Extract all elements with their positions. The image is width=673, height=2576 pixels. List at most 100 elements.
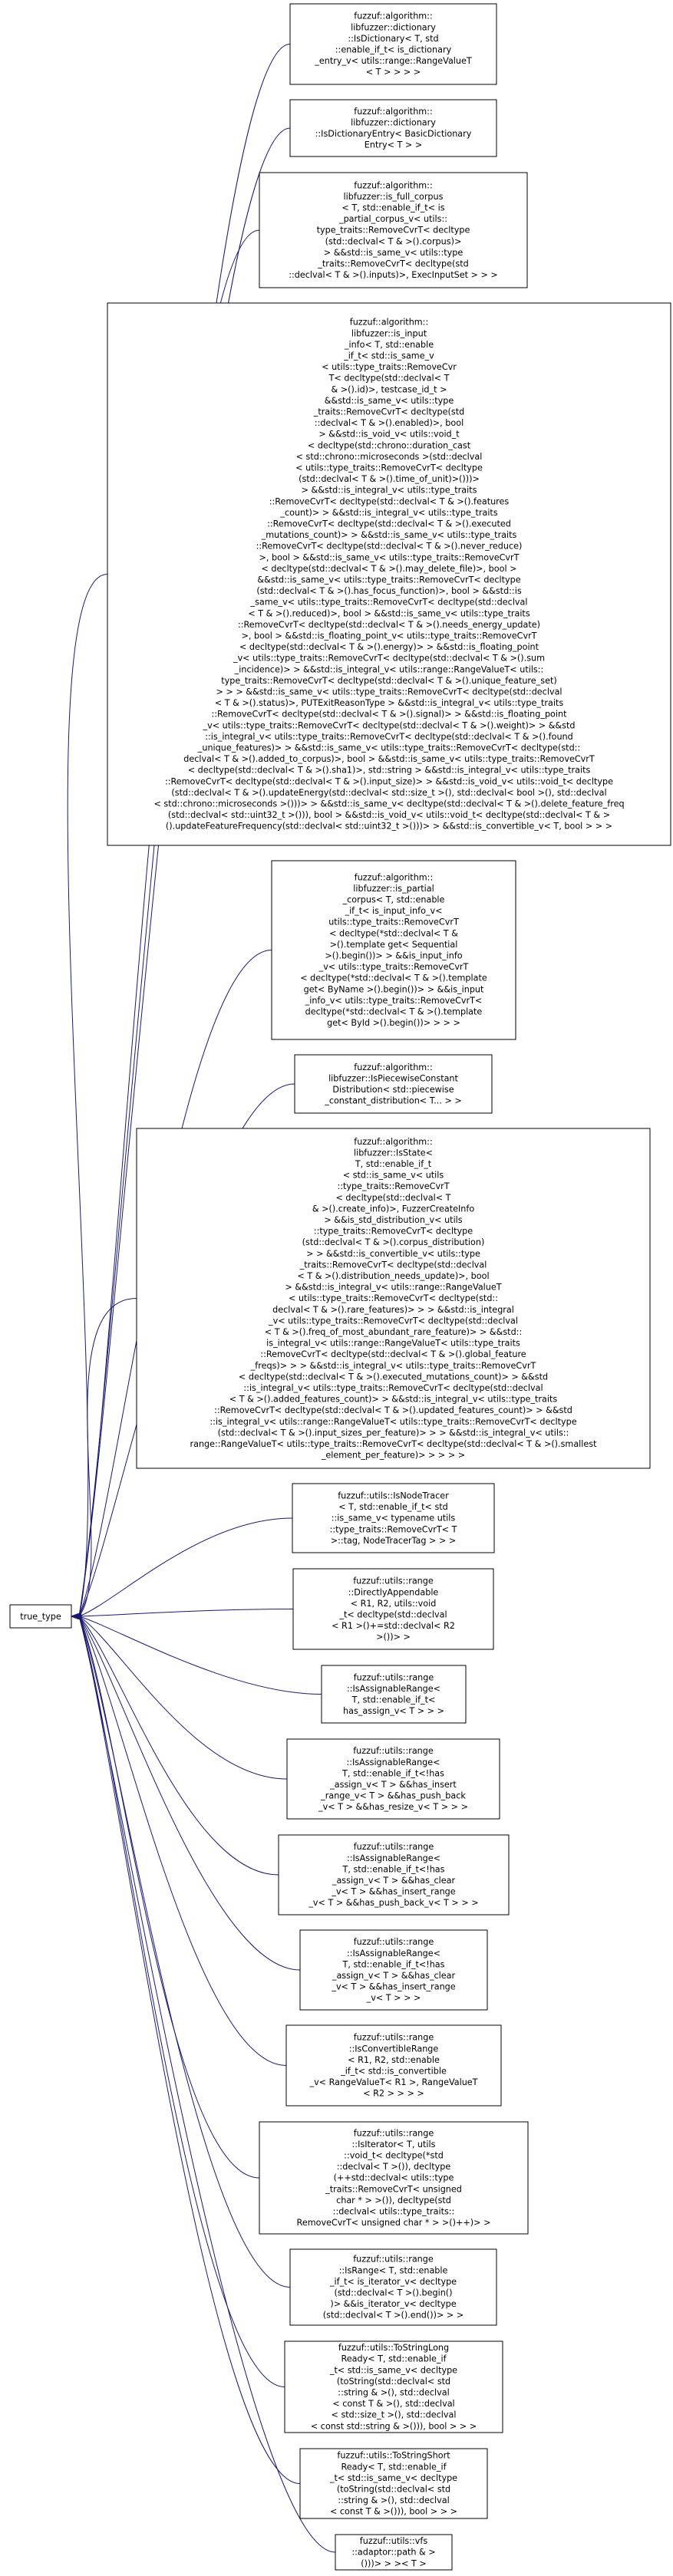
- node-is-state[interactable]: fuzzuf::algorithm::libfuzzer::IsState<T,…: [136, 1128, 651, 1469]
- node-is-input-info-line: _same_v< utils::type_traits::RemoveCvrT<…: [249, 598, 527, 608]
- node-is-state-line: (std::declval< T & >().corpus_distributi…: [302, 1237, 485, 1247]
- node-is-state-line: _freqs)> > > &&std::is_integral_v< utils…: [250, 1361, 536, 1371]
- node-is-input-info-line: _incidence)> > &&std::is_integral_v< uti…: [234, 664, 544, 674]
- node-true-type[interactable]: true_type: [9, 1604, 72, 1629]
- node-is-iterator-line: ::IsIterator< T, utils: [352, 2140, 436, 2149]
- node-is-input-info-line: ::RemoveCvrT< decltype(std::declval< T &…: [212, 710, 568, 720]
- node-is-node-tracer-line: >::tag, NodeTracerTag > > >: [331, 1536, 457, 1546]
- node-convertible-range[interactable]: fuzzuf::utils::range::IsConvertibleRange…: [285, 2024, 502, 2107]
- node-true-type-label: true_type: [20, 1612, 61, 1622]
- node-full-corpus-line: (std::declval< T & >().corpus)>: [325, 236, 462, 246]
- node-convertible-range-line: < R2 > > > >: [363, 2089, 424, 2099]
- node-dictionary-entry-line: ::IsDictionaryEntry< BasicDictionary: [315, 129, 472, 139]
- node-dictionary-entry[interactable]: fuzzuf::algorithm::libfuzzer::dictionary…: [289, 99, 497, 157]
- node-is-input-info-line: _if_t< std::is_same_v: [343, 351, 434, 361]
- node-is-range[interactable]: fuzzuf::utils::range::IsRange< T, std::e…: [289, 2248, 497, 2326]
- node-is-input-info-line: < T & >().reduced)>, bool > &&std::is_sa…: [248, 608, 529, 618]
- node-is-input-info[interactable]: fuzzuf::algorithm::libfuzzer::is_input_i…: [107, 302, 671, 846]
- node-convertible-range-line: fuzzuf::utils::range: [354, 2033, 434, 2043]
- node-is-input-info-line: < decltype(std::chrono::duration_cast: [308, 440, 471, 450]
- node-assignable-1-line: ::IsAssignableRange<: [347, 1684, 440, 1694]
- node-vfs-adaptor[interactable]: fuzzuf::utils::vfs::adaptor::path & >())…: [335, 2534, 453, 2571]
- edge-directly-appendable: [78, 1609, 294, 1617]
- node-is-range-box: [289, 2248, 497, 2326]
- node-is-input-info-line: (std::declval< T & >().has_focus_functio…: [256, 586, 521, 596]
- node-is-state-line: < utils::type_traits::RemoveCvrT< declty…: [289, 1293, 498, 1303]
- edge-assignable-2: [78, 1616, 288, 1780]
- edge-vfs-adaptor: [78, 1616, 336, 2553]
- node-is-state-line: < decltype(std::declval< T & >().execute…: [239, 1372, 548, 1382]
- node-dictionary-entry-line: fuzzuf::algorithm::: [354, 107, 432, 117]
- node-is-input-info-line: _v< utils::type_traits::RemoveCvrT< decl…: [233, 654, 545, 664]
- node-is-input-info-line: ().updateFeatureFrequency(std::declval< …: [166, 822, 612, 832]
- node-is-state-line: ::type_traits::RemoveCvrT: [337, 1181, 449, 1191]
- node-is-range-line: (std::declval< T >().end())> > >: [323, 2311, 464, 2321]
- node-is-state-line: > &&is_std_distribution_v< utils: [324, 1215, 462, 1225]
- node-vfs-adaptor-box: [335, 2534, 453, 2571]
- node-directly-appendable-line: fuzzuf::utils::range: [353, 1576, 434, 1586]
- node-is-iterator[interactable]: fuzzuf::utils::range::IsIterator< T, uti…: [259, 2121, 529, 2235]
- node-assignable-4[interactable]: fuzzuf::utils::range::IsAssignableRange<…: [299, 1929, 488, 2011]
- node-directly-appendable-line: _t< decltype(std::declval: [338, 1610, 447, 1620]
- node-assignable-2-line: fuzzuf::utils::range: [353, 1746, 434, 1756]
- node-is-node-tracer-box: [292, 1483, 495, 1553]
- node-piecewise-constant[interactable]: fuzzuf::algorithm::libfuzzer::IsPiecewis…: [294, 1054, 493, 1114]
- node-assignable-1-box: [321, 1665, 467, 1724]
- node-is-state-line: declval< T & >().rare_features)> > > &&s…: [272, 1305, 514, 1315]
- node-assignable-3[interactable]: fuzzuf::utils::range::IsAssignableRange<…: [278, 1834, 510, 1916]
- node-is-state-line: > &&std::is_integral_v< utils::range::Ra…: [285, 1283, 501, 1293]
- node-is-input-info-line: ::is_integral_v< utils::type_traits::Rem…: [205, 732, 573, 742]
- node-is-input-info-line: ::RemoveCvrT< decltype(std::declval< T &…: [165, 776, 613, 786]
- node-dictionary[interactable]: fuzzuf::algorithm::libfuzzer::dictionary…: [289, 3, 497, 85]
- node-is-input-info-line: _unique_features)> > &&std::is_same_v< u…: [197, 743, 580, 753]
- node-assignable-2-line: T, std::enable_if_t<!has: [341, 1768, 444, 1778]
- node-is-state-line: is_integral_v< utils::range::RangeValueT…: [266, 1339, 520, 1349]
- edge-is-range: [78, 1616, 291, 2288]
- node-assignable-2[interactable]: fuzzuf::utils::range::IsAssignableRange<…: [286, 1738, 500, 1820]
- node-assignable-3-line: _assign_v< T > &&has_clear: [332, 1876, 456, 1886]
- node-is-input-info-line: _mutations_count)> > &&std::is_same_v< u…: [261, 530, 517, 540]
- node-dictionary-entry-line: Entry< T > >: [365, 140, 422, 150]
- node-is-range-line: fuzzuf::utils::range: [353, 2255, 434, 2265]
- node-is-partial-corpus-line: >().template get< Sequential: [330, 940, 458, 950]
- node-is-input-info-box: [107, 302, 671, 846]
- node-is-partial-corpus-line: _if_t< is_input_info_v<: [344, 906, 442, 916]
- node-to-string-short-line: fuzzuf::utils::ToStringShort: [337, 2451, 450, 2461]
- node-is-node-tracer[interactable]: fuzzuf::utils::IsNodeTracer< T, std::ena…: [292, 1483, 495, 1553]
- node-to-string-long-line: (toString(std::declval< std: [337, 2377, 450, 2387]
- node-assignable-1[interactable]: fuzzuf::utils::range::IsAssignableRange<…: [321, 1665, 467, 1724]
- node-is-state-line: < T & >().distribution_needs_update)>, b…: [297, 1271, 489, 1281]
- node-convertible-range-box: [285, 2024, 502, 2107]
- node-full-corpus[interactable]: fuzzuf::algorithm::libfuzzer::is_full_co…: [259, 172, 528, 288]
- node-is-iterator-line: _traits::RemoveCvrT< unsigned: [325, 2184, 462, 2194]
- node-convertible-range-line: ::IsConvertibleRange: [349, 2044, 439, 2054]
- node-directly-appendable-line: ::DirectlyAppendable: [348, 1587, 439, 1597]
- node-directly-appendable-line: >())> >: [376, 1632, 411, 1642]
- node-to-string-short-line: ::string & >(), std::declval: [338, 2495, 449, 2505]
- node-directly-appendable[interactable]: fuzzuf::utils::range::DirectlyAppendable…: [292, 1568, 494, 1650]
- node-is-node-tracer-line: ::is_same_v< typename utils: [332, 1514, 456, 1524]
- node-is-partial-corpus-line: < decltype(*std::declval< T &: [329, 928, 458, 938]
- node-is-state-line: > > &&std::is_convertible_v< utils::type: [306, 1249, 480, 1259]
- node-is-iterator-line: fuzzuf::utils::range: [354, 2128, 434, 2138]
- node-is-input-info-line: type_traits::RemoveCvrT< decltype(std::d…: [221, 676, 556, 686]
- node-is-iterator-line: ::declval< T >()), decltype: [337, 2162, 451, 2172]
- node-is-input-info-line: & >().id)>, testcase_id_t >: [332, 384, 447, 394]
- node-directly-appendable-box: [292, 1568, 494, 1650]
- node-assignable-3-line: fuzzuf::utils::range: [354, 1842, 434, 1852]
- node-is-input-info-line: declval< T & >().added_to_corpus)>, bool…: [183, 754, 595, 764]
- node-to-string-long-line: Ready< T, std::enable_if: [341, 2354, 447, 2364]
- node-piecewise-constant-box: [294, 1054, 493, 1114]
- node-is-input-info-line: < std::chrono::microseconds >(std::declv…: [296, 452, 483, 462]
- node-is-partial-corpus-line: >().begin())> > &&is_input_info: [325, 951, 462, 961]
- node-full-corpus-line: type_traits::RemoveCvrT< decltype: [317, 226, 470, 236]
- node-is-node-tracer-line: < T, std::enable_if_t< std: [338, 1502, 448, 1512]
- node-is-input-info-line: ::RemoveCvrT< decltype(std::declval< T &…: [269, 496, 510, 506]
- node-full-corpus-line: fuzzuf::algorithm::: [354, 180, 432, 190]
- edge-assignable-3: [78, 1616, 279, 1876]
- node-is-iterator-line: RemoveCvrT< unsigned char * > >()++)> >: [297, 2218, 491, 2228]
- node-is-input-info-line: (std::declval< T & >().time_of_unit)>())…: [299, 474, 480, 484]
- node-is-partial-corpus[interactable]: fuzzuf::algorithm::libfuzzer::is_partial…: [271, 860, 516, 1040]
